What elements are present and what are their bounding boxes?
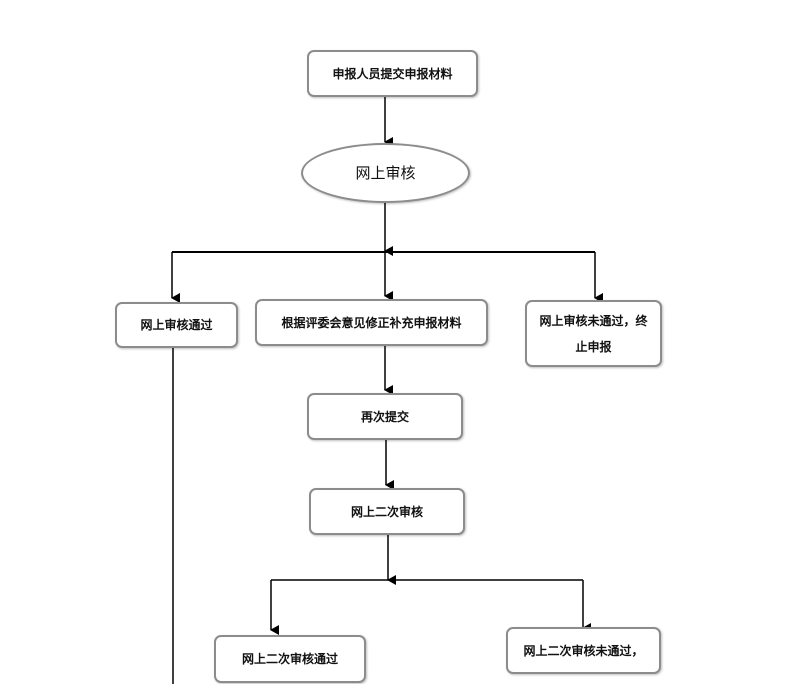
node-second-passed-label: 网上二次审核通过 bbox=[241, 652, 338, 666]
node-review-failed-label: 网上审核未通过，终止申报 bbox=[539, 313, 648, 354]
node-review-failed: 网上审核未通过，终止申报 bbox=[525, 300, 662, 367]
node-second-failed: 网上二次审核未通过， bbox=[506, 627, 661, 674]
node-resubmit: 再次提交 bbox=[307, 393, 463, 440]
node-submit-label: 申报人员提交申报材料 bbox=[332, 66, 453, 81]
node-revise: 根据评委会意见修正补充申报材料 bbox=[255, 299, 488, 346]
node-second-review: 网上二次审核 bbox=[309, 488, 465, 535]
node-second-passed: 网上二次审核通过 bbox=[214, 635, 366, 683]
node-revise-label: 根据评委会意见修正补充申报材料 bbox=[281, 315, 462, 330]
node-review-passed-label: 网上审核通过 bbox=[140, 318, 213, 332]
node-resubmit-label: 再次提交 bbox=[360, 409, 409, 424]
node-second-failed-label: 网上二次审核未通过， bbox=[523, 643, 644, 658]
node-submit: 申报人员提交申报材料 bbox=[307, 50, 478, 97]
node-second-review-label: 网上二次审核 bbox=[350, 504, 423, 519]
node-online-review-label: 网上审核 bbox=[355, 164, 416, 182]
node-online-review: 网上审核 bbox=[301, 143, 470, 203]
node-review-passed: 网上审核通过 bbox=[115, 302, 238, 348]
